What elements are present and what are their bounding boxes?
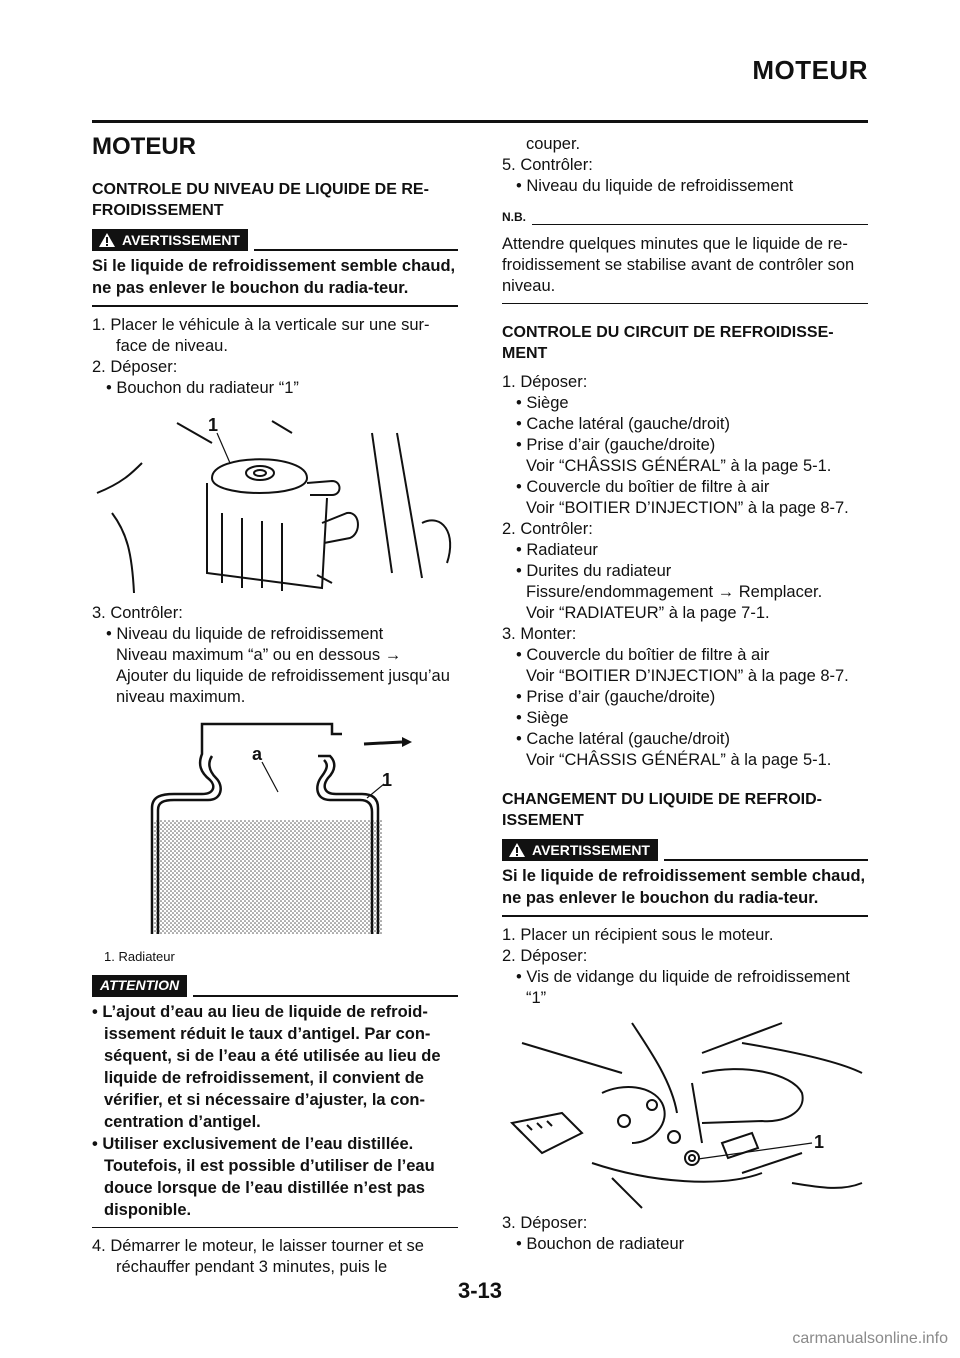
- fig1-label: 1: [208, 415, 218, 435]
- s2-step-3: 3. Monter:: [502, 625, 577, 643]
- s2-step-1-bullet-4-ref: Voir “BOITIER D’INJECTION” à la page 8-7…: [526, 499, 849, 517]
- subheading-coolant-change: CHANGEMENT DU LIQUIDE DE REFROID-ISSEMEN…: [502, 791, 822, 829]
- step-5: 5. Contrôler:: [502, 156, 593, 174]
- step-4-cont: couper.: [526, 135, 581, 153]
- s2-step-1-bullet-3-ref: Voir “CHÂSSIS GÉNÉRAL” à la page 5-1.: [526, 457, 832, 475]
- warning-header: AVERTISSEMENT: [92, 229, 458, 251]
- step-3-bullet: • Niveau du liquide de refroidissement: [106, 624, 384, 643]
- radiator-cap-illustration: 1: [96, 415, 452, 593]
- fig3-label: 1: [814, 1132, 824, 1152]
- right-column: couper. 5. Contrôler: • Niveau du liquid…: [502, 134, 868, 1255]
- watermark[interactable]: carmanualsonline.info: [792, 1330, 948, 1347]
- s2-step-3-bullet-4: • Cache latéral (gauche/droit): [516, 730, 730, 748]
- page-number: 3-13: [457, 1278, 503, 1303]
- fig2-label-1: 1: [382, 770, 392, 790]
- s2-step-1-bullet-2: • Cache latéral (gauche/droit): [516, 415, 730, 433]
- note-end-rule: [502, 303, 868, 304]
- s2-step-1: 1. Déposer:: [502, 373, 588, 391]
- warning-badge-2: AVERTISSEMENT: [502, 839, 658, 861]
- warning-end-rule: [92, 305, 458, 307]
- s3-step-2: 2. Déposer:: [502, 946, 588, 965]
- s3-step-1: 1. Placer un récipient sous le moteur.: [502, 925, 774, 944]
- radiator-level-diagram: a 1: [150, 722, 412, 934]
- s3-step-3-bullet: • Bouchon de radiateur: [516, 1234, 685, 1253]
- warning-label: AVERTISSEMENT: [122, 231, 240, 248]
- note-header: N.B.: [502, 207, 868, 228]
- s2-step-3-bullet-3: • Siège: [516, 709, 569, 727]
- warning-triangle-icon: [508, 842, 526, 858]
- fig2-label-a: a: [252, 744, 263, 764]
- attention-badge: ATTENTION: [92, 974, 188, 997]
- s2-step-2-bullet-2-c1: Fissure/endommagement → Remplacer.: [526, 583, 823, 601]
- s2-step-3-bullet-4-ref: Voir “CHÂSSIS GÉNÉRAL” à la page 5-1.: [526, 751, 832, 769]
- header-rule: [92, 120, 868, 123]
- note-label: N.B.: [502, 210, 526, 224]
- attention-rule: [193, 994, 458, 997]
- warning-rule-2: [663, 859, 868, 861]
- subheading-coolant-level: CONTROLE DU NIVEAU DE LIQUIDE DE RE-FROI…: [92, 181, 429, 219]
- attention-bullet-1: • L’ajout d’eau au lieu de liquide de re…: [92, 1002, 441, 1131]
- attention-bullet-2: • Utiliser exclusivement de l’eau distil…: [92, 1134, 435, 1219]
- subheading-cooling-circuit: CONTROLE DU CIRCUIT DE REFROIDISSE-MENT: [502, 324, 834, 362]
- step-2-bullet: • Bouchon du radiateur “1”: [106, 378, 299, 397]
- warning-triangle-icon: [98, 232, 116, 248]
- warning-badge: AVERTISSEMENT: [92, 229, 248, 251]
- s2-step-3-bullet-2: • Prise d’air (gauche/droite): [516, 688, 716, 706]
- warning-rule: [253, 249, 458, 251]
- warning-text: Si le liquide de refroidissement semble …: [92, 257, 456, 297]
- step-4: 4. Démarrer le moteur, le laisser tourne…: [92, 1237, 424, 1276]
- attention-header: ATTENTION: [92, 974, 458, 997]
- s2-step-2-bullet-2-c2: Voir “RADIATEUR” à la page 7-1.: [526, 604, 770, 622]
- warning-text-2: Si le liquide de refroidissement semble …: [502, 867, 866, 907]
- s2-step-2: 2. Contrôler:: [502, 520, 593, 538]
- s2-step-3-bullet-1: • Couvercle du boîtier de filtre à air: [516, 646, 770, 664]
- step-2: 2. Déposer:: [92, 357, 178, 376]
- drain-bolt-illustration: 1: [509, 1021, 863, 1209]
- attention-end-rule: [92, 1226, 458, 1228]
- s3-step-3: 3. Déposer:: [502, 1213, 588, 1232]
- warning-label-2: AVERTISSEMENT: [532, 841, 650, 858]
- section-title: MOTEUR: [92, 133, 196, 160]
- s2-step-3-bullet-1-ref: Voir “BOITIER D’INJECTION” à la page 8-7…: [526, 667, 849, 685]
- s3-step-2-bullet: • Vis de vidange du liquide de refroidis…: [516, 967, 850, 1007]
- step-3-bullet-cont-1: Niveau maximum “a” ou en dessous →: [116, 645, 402, 664]
- left-column: MOTEUR CONTROLE DU NIVEAU DE LIQUIDE DE …: [92, 132, 458, 1278]
- page-header-title: MOTEUR: [752, 55, 868, 85]
- step-3: 3. Contrôler:: [92, 603, 183, 622]
- s2-step-1-bullet-4: • Couvercle du boîtier de filtre à air: [516, 478, 770, 496]
- warning-end-rule-2: [502, 915, 868, 917]
- s2-step-1-bullet-3: • Prise d’air (gauche/droite): [516, 436, 716, 454]
- s2-step-1-bullet-1: • Siège: [516, 394, 569, 412]
- fig2-caption: 1. Radiateur: [104, 948, 175, 964]
- step-3-bullet-cont-2: Ajouter du liquide de refroidissement ju…: [116, 666, 450, 706]
- step-1: 1. Placer le véhicule à la verticale sur…: [92, 315, 430, 355]
- s2-step-2-bullet-1: • Radiateur: [516, 541, 598, 559]
- step-5-bullet: • Niveau du liquide de refroidissement: [516, 177, 794, 195]
- note-rule: [532, 224, 868, 225]
- warning-header-2: AVERTISSEMENT: [502, 839, 868, 861]
- s2-step-2-bullet-2: • Durites du radiateur: [516, 562, 672, 580]
- note-text: Attendre quelques minutes que le liquide…: [502, 235, 855, 295]
